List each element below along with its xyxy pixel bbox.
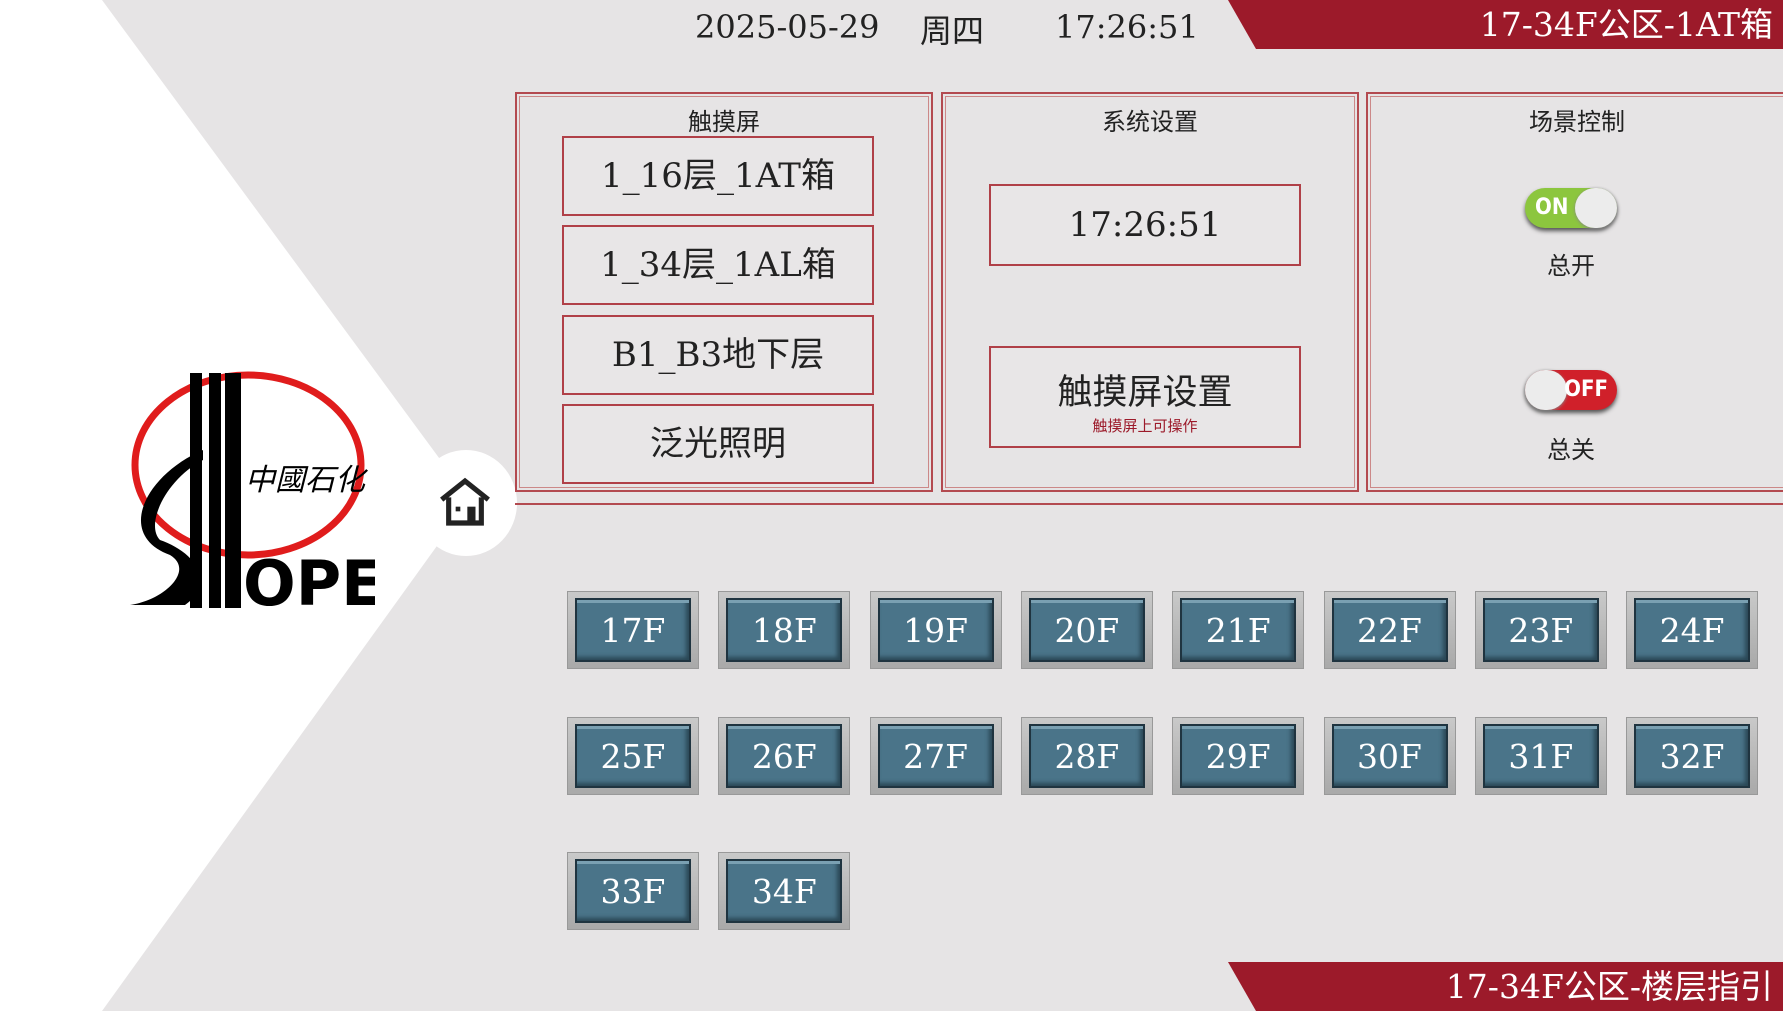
floor-label: 20F — [1028, 598, 1145, 662]
floor-label: 19F — [877, 598, 994, 662]
floor-button-34f[interactable]: 34F — [718, 852, 851, 930]
scene-panel: 场景控制 ON 总开 OFF 总关 — [1366, 92, 1783, 492]
panel-title: 系统设置 — [1102, 108, 1198, 136]
floor-label: 29F — [1180, 724, 1297, 788]
home-button[interactable] — [415, 450, 517, 556]
header-date: 2025-05-29 — [695, 8, 880, 46]
toggle-state: OFF — [1564, 377, 1608, 402]
home-icon — [440, 477, 490, 526]
settings-sublabel: 触摸屏上可操作 — [1092, 417, 1198, 435]
floor-label: 31F — [1482, 724, 1599, 788]
floor-button-31f[interactable]: 31F — [1474, 717, 1607, 795]
svg-text:中國石化: 中國石化 — [245, 463, 369, 498]
master-on-caption: 总开 — [1547, 252, 1595, 280]
footer-title: 17-34F公区-楼层指引 — [1445, 967, 1773, 1006]
floor-button-20f[interactable]: 20F — [1020, 591, 1153, 669]
page-title: 17-34F公区-1AT箱 — [1479, 5, 1773, 44]
sinopec-logo: 中國石化 OPEC — [130, 371, 375, 620]
floor-button-18f[interactable]: 18F — [718, 591, 851, 669]
nav-1-34-1al[interactable]: 1_34层_1AL箱 — [562, 225, 874, 305]
floor-button-25f[interactable]: 25F — [567, 717, 699, 795]
floor-button-22f[interactable]: 22F — [1323, 591, 1456, 669]
bottom-banner: 17-34F公区-楼层指引 — [1228, 962, 1783, 1011]
divider — [515, 503, 1783, 505]
touchscreen-panel: 触摸屏 1_16层_1AT箱 1_34层_1AL箱 B1_B3地下层 泛光照明 — [515, 92, 933, 492]
floor-label: 18F — [726, 598, 843, 662]
floor-button-27f[interactable]: 27F — [869, 717, 1002, 795]
floor-button-24f[interactable]: 24F — [1626, 591, 1759, 669]
floor-button-28f[interactable]: 28F — [1020, 717, 1153, 795]
master-on-toggle[interactable]: ON — [1525, 188, 1617, 228]
floor-button-33f[interactable]: 33F — [567, 852, 699, 930]
system-panel: 系统设置 17:26:51 触摸屏设置 触摸屏上可操作 — [941, 92, 1359, 492]
floor-button-32f[interactable]: 32F — [1626, 717, 1759, 795]
floor-label: 33F — [575, 859, 691, 923]
floor-label: 34F — [726, 859, 843, 923]
floor-label: 32F — [1634, 724, 1751, 788]
nav-1-16-1at[interactable]: 1_16层_1AT箱 — [562, 136, 874, 216]
settings-label: 触摸屏设置 — [1057, 373, 1233, 413]
nav-b1-b3[interactable]: B1_B3地下层 — [562, 315, 874, 395]
clock-display: 17:26:51 — [989, 184, 1301, 266]
floor-button-17f[interactable]: 17F — [567, 591, 699, 669]
panel-title: 触摸屏 — [688, 108, 760, 136]
floor-label: 22F — [1331, 598, 1448, 662]
floor-label: 21F — [1180, 598, 1297, 662]
floor-button-23f[interactable]: 23F — [1474, 591, 1607, 669]
nav-floodlight[interactable]: 泛光照明 — [562, 404, 874, 484]
floor-label: 28F — [1028, 724, 1145, 788]
floor-button-29f[interactable]: 29F — [1172, 717, 1305, 795]
floor-label: 27F — [877, 724, 994, 788]
header-time: 17:26:51 — [1055, 8, 1199, 46]
floor-label: 30F — [1331, 724, 1448, 788]
floor-label: 23F — [1482, 598, 1599, 662]
svg-text:OPEC: OPEC — [243, 547, 375, 620]
header-weekday: 周四 — [920, 12, 985, 50]
floor-label: 17F — [575, 598, 691, 662]
floor-label: 26F — [726, 724, 843, 788]
floor-button-21f[interactable]: 21F — [1172, 591, 1305, 669]
floor-button-30f[interactable]: 30F — [1323, 717, 1456, 795]
master-off-caption: 总关 — [1547, 436, 1595, 464]
master-off-toggle[interactable]: OFF — [1525, 370, 1617, 410]
toggle-state: ON — [1535, 195, 1569, 220]
top-banner: 17-34F公区-1AT箱 — [1228, 0, 1783, 49]
floor-button-19f[interactable]: 19F — [869, 591, 1002, 669]
floor-button-26f[interactable]: 26F — [718, 717, 851, 795]
floor-label: 24F — [1634, 598, 1751, 662]
touchscreen-settings-button[interactable]: 触摸屏设置 触摸屏上可操作 — [989, 346, 1301, 448]
panel-title: 场景控制 — [1529, 108, 1625, 136]
floor-label: 25F — [575, 724, 691, 788]
